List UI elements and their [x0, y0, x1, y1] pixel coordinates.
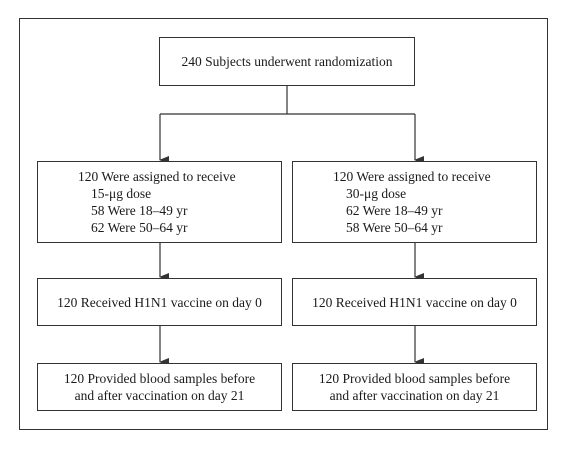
right-assign-age-18-49: 62 Were 18–49 yr [346, 203, 443, 218]
right-assignment-box: 120 Were assigned to receive 30-μg dose … [292, 161, 537, 243]
left-assign-age-50-64: 62 Were 50–64 yr [91, 220, 188, 235]
right-vaccine-text: 120 Received H1N1 vaccine on day 0 [312, 294, 517, 310]
left-assign-dose: 15-μg dose [91, 186, 152, 201]
right-vaccine-box: 120 Received H1N1 vaccine on day 0 [292, 278, 537, 326]
left-vaccine-text: 120 Received H1N1 vaccine on day 0 [57, 294, 262, 310]
right-assign-age-50-64: 58 Were 50–64 yr [346, 220, 443, 235]
right-blood-line1: 120 Provided blood samples before [318, 371, 511, 386]
left-assignment-box: 120 Were assigned to receive 15-μg dose … [37, 161, 282, 243]
right-assign-line1: 120 Were assigned to receive [333, 169, 491, 184]
left-blood-line2: and after vaccination on day 21 [74, 388, 245, 403]
right-blood-line2: and after vaccination on day 21 [329, 388, 500, 403]
right-assign-dose: 30-μg dose [346, 186, 407, 201]
left-assign-age-18-49: 58 Were 18–49 yr [91, 203, 188, 218]
right-blood-sample-box: 120 Provided blood samples before and af… [292, 363, 537, 411]
left-blood-sample-box: 120 Provided blood samples before and af… [37, 363, 282, 411]
randomization-text: 240 Subjects underwent randomization [181, 54, 393, 69]
randomization-box: 240 Subjects underwent randomization [159, 37, 415, 86]
left-blood-line1: 120 Provided blood samples before [63, 371, 256, 386]
left-vaccine-box: 120 Received H1N1 vaccine on day 0 [37, 278, 282, 326]
left-assign-line1: 120 Were assigned to receive [78, 169, 236, 184]
